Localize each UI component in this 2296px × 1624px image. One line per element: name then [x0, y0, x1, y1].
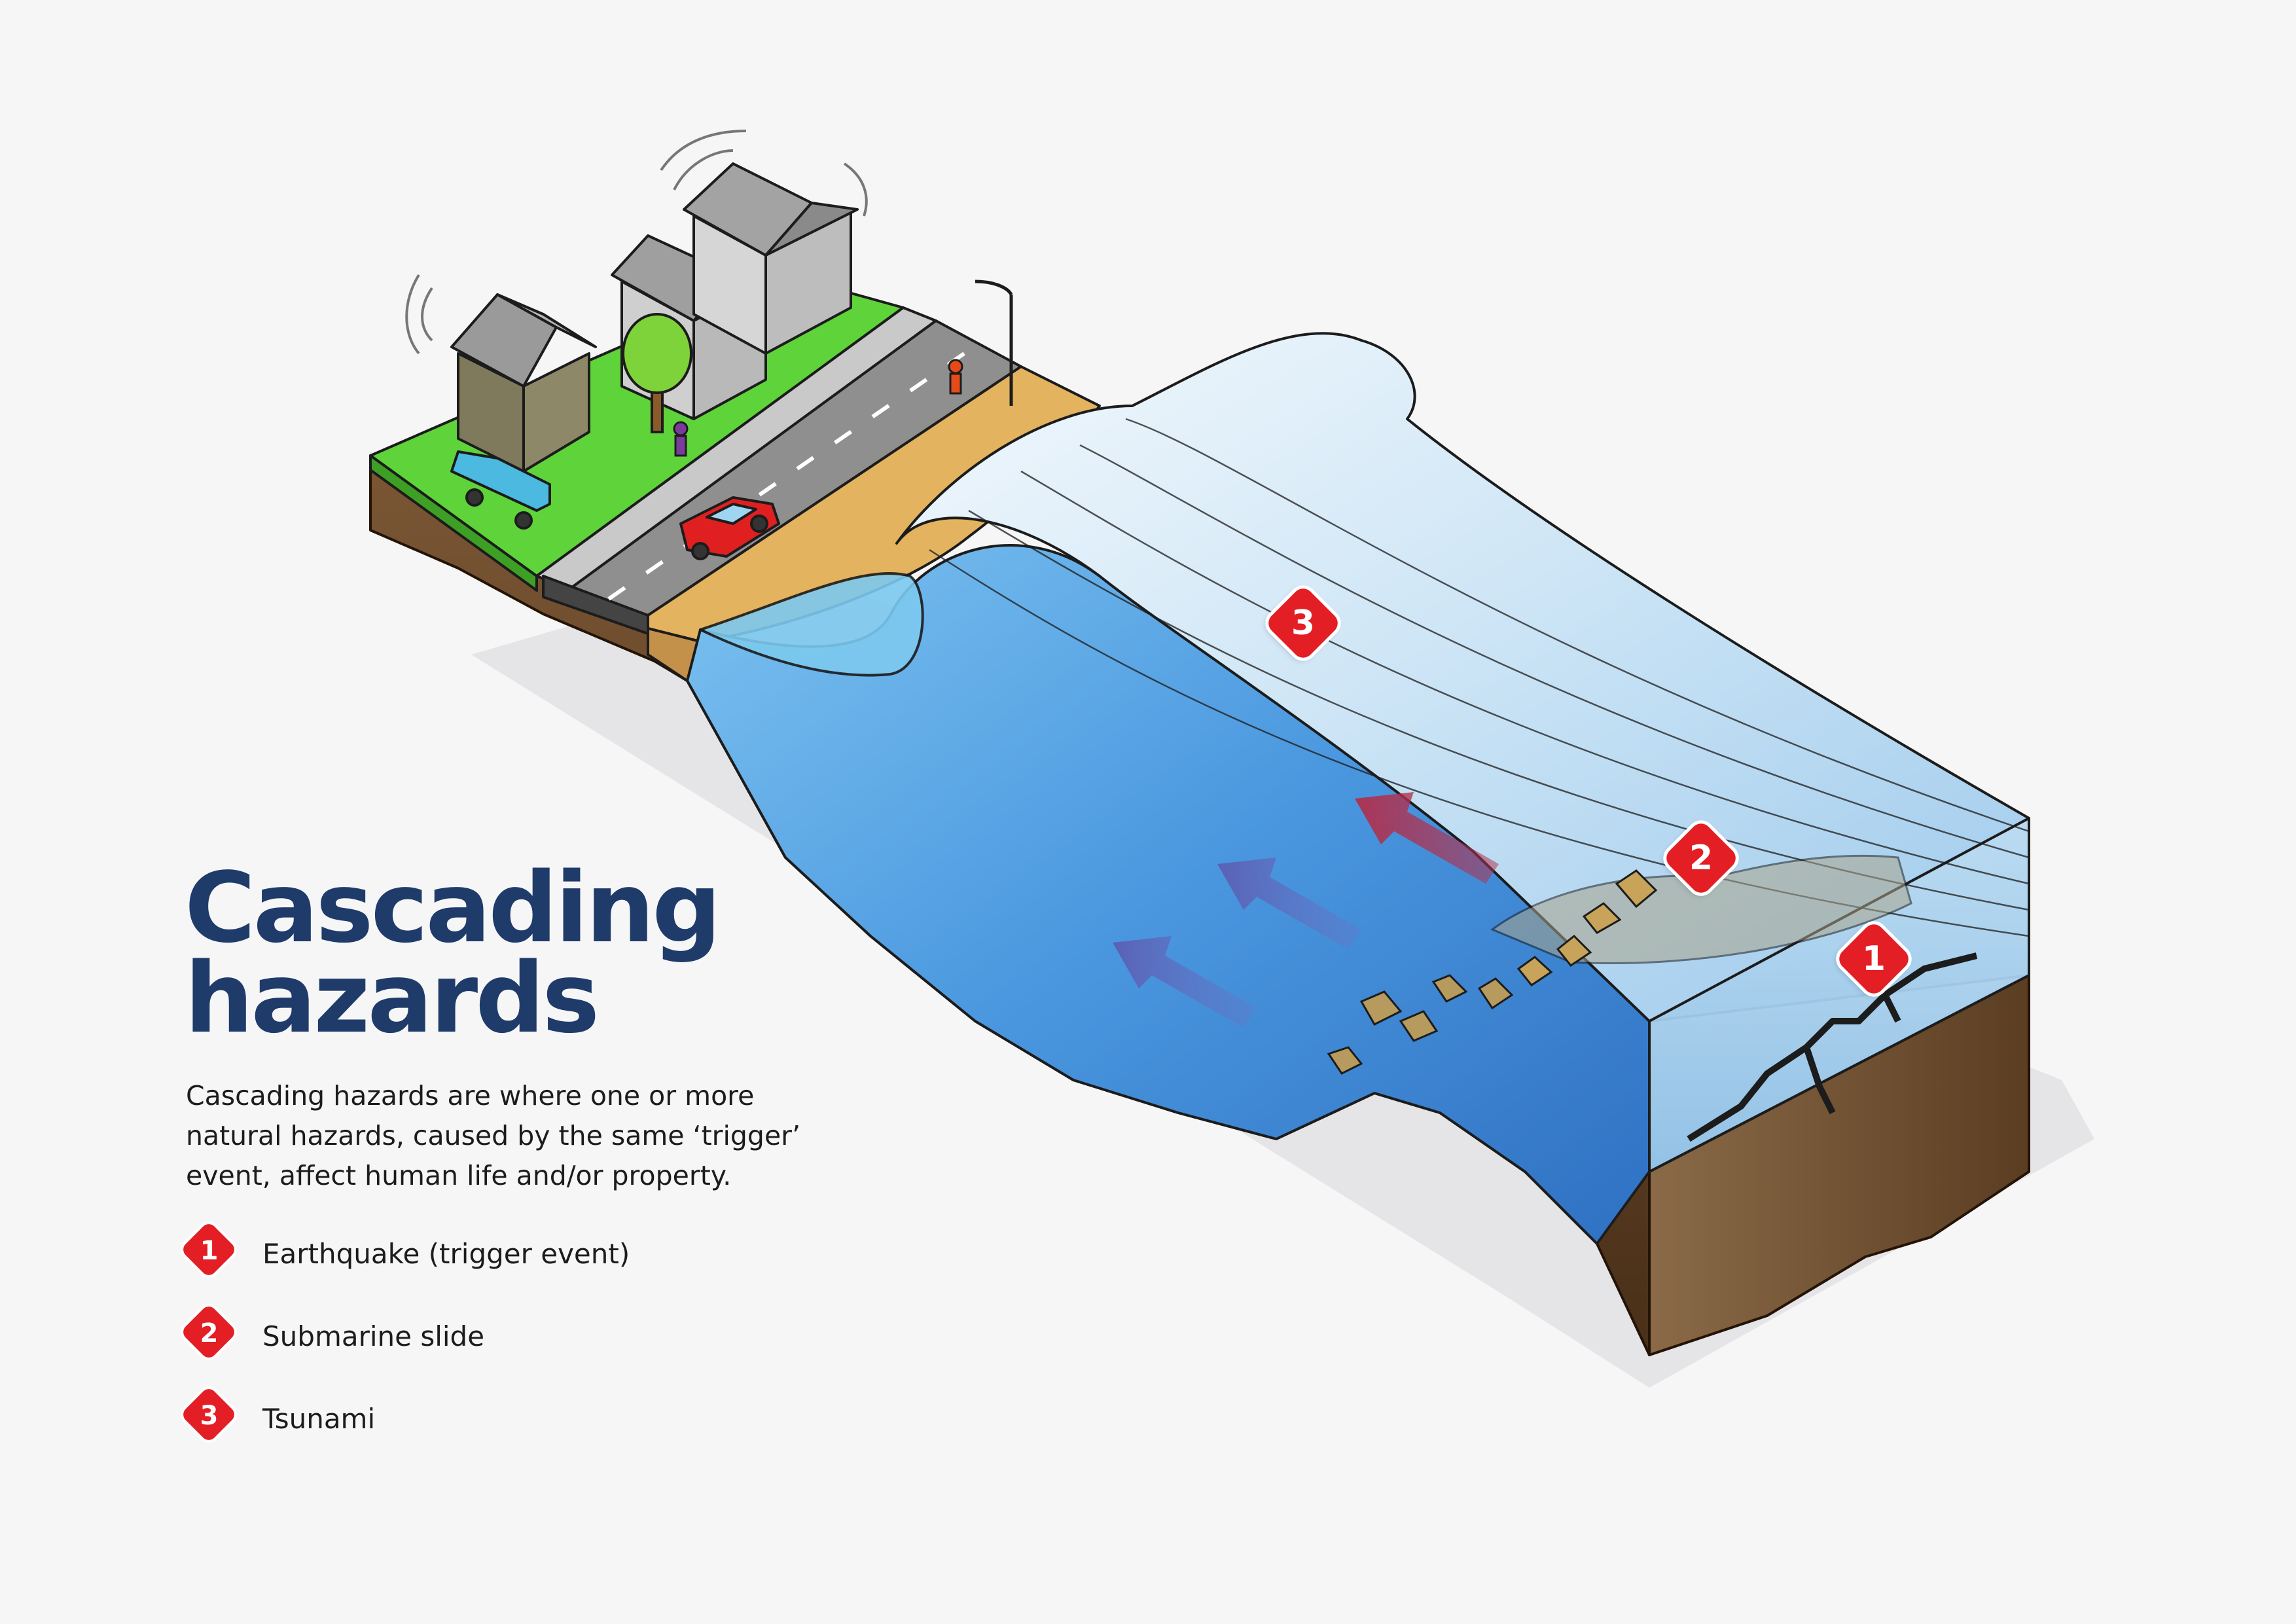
road: [535, 306, 1022, 635]
title-line-1: Cascading: [185, 852, 721, 964]
marker-submarine-slide: 2: [1662, 819, 1740, 897]
slide-direction-arrow: [1355, 792, 1499, 884]
marker-number: 2: [1689, 839, 1713, 878]
badge-number: 1: [200, 1236, 219, 1266]
marker-tsunami: 3: [1264, 584, 1342, 662]
red-car: [679, 496, 780, 560]
running-people: [673, 359, 963, 457]
page-title: Cascading hazards: [185, 852, 721, 1055]
marker-number: 1: [1861, 939, 1886, 979]
wave-direction-arrows: [1113, 857, 1361, 1028]
legend-label: Submarine slide: [262, 1320, 485, 1352]
blue-van: [450, 450, 551, 530]
legend-label: Earthquake (trigger event): [262, 1238, 630, 1270]
house-right: [683, 162, 859, 355]
title-line-2: hazards: [185, 942, 600, 1055]
shake-lines: [405, 130, 868, 355]
fault-crack: [1687, 952, 1978, 1142]
vehicles: [450, 450, 780, 560]
road-lane-markings: [607, 342, 980, 601]
marker-earthquake: 1: [1835, 920, 1913, 998]
tree: [622, 313, 692, 433]
street-lamp: [975, 280, 1013, 406]
marker-number: 3: [1291, 604, 1316, 643]
description-text: Cascading hazards are where one or more …: [186, 1080, 801, 1191]
houses: [450, 162, 859, 473]
ocean: [686, 332, 2030, 1245]
badge-number: 2: [200, 1318, 219, 1348]
badge-number: 3: [200, 1401, 219, 1431]
legend-label: Tsunami: [262, 1403, 376, 1435]
submarine-slide-debris: [1327, 854, 1912, 1075]
house-left: [450, 293, 597, 473]
